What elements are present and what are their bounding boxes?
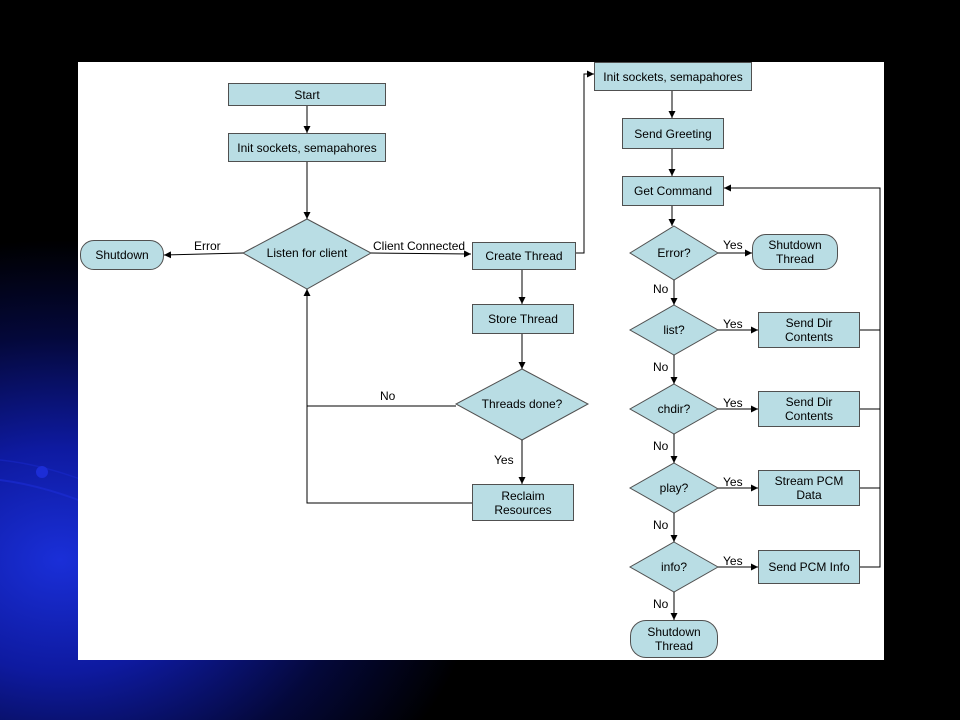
edge-label-info-yes: Yes: [723, 554, 743, 568]
info-decision-label: info?: [660, 560, 688, 574]
flowchart-connectors: [163, 70, 881, 620]
edge-label-chdir-yes: Yes: [723, 396, 743, 410]
edge-label-error-yes: Yes: [723, 238, 743, 252]
edge-reclaim-to-listen: [306, 406, 472, 504]
send-dir-contents-node-1: Send Dir Contents: [758, 312, 860, 348]
edge-label-threads-no: No: [380, 389, 396, 403]
chdir-decision-label: chdir?: [657, 402, 691, 416]
create-thread-node: Create Thread: [472, 242, 576, 270]
threads-done-label: Threads done?: [481, 397, 563, 411]
list-decision-label: list?: [663, 323, 685, 337]
shutdown-thread-node-2: Shutdown Thread: [630, 620, 718, 658]
send-dir-contents-node-2: Send Dir Contents: [758, 391, 860, 427]
slide-bullet-dot: [36, 466, 48, 478]
edge-label-play-no: No: [653, 518, 669, 532]
edge-label-list-yes: Yes: [723, 317, 743, 331]
init-sockets-node: Init sockets, semapahores: [228, 133, 386, 162]
edge-loop-back-to-command: [724, 184, 881, 568]
edge-label-error: Error: [194, 239, 221, 253]
stream-pcm-data-node: Stream PCM Data: [758, 470, 860, 506]
edge-label-error-no: No: [653, 282, 669, 296]
flowchart-canvas: Start Init sockets, semapahores Listen f…: [78, 62, 884, 660]
store-thread-node: Store Thread: [472, 304, 574, 334]
edge-label-info-no: No: [653, 597, 669, 611]
right-init-sockets-node: Init sockets, semapahores: [594, 62, 752, 91]
send-pcm-info-node: Send PCM Info: [758, 550, 860, 584]
send-greeting-node: Send Greeting: [622, 118, 724, 149]
play-decision-label: play?: [659, 481, 689, 495]
edge-listen-error-to-shutdown: [163, 251, 244, 259]
edge-label-list-no: No: [653, 360, 669, 374]
edge-label-client-connected: Client Connected: [373, 239, 466, 253]
shutdown-thread-node-1: Shutdown Thread: [752, 234, 838, 270]
reclaim-resources-node: Reclaim Resources: [472, 484, 574, 521]
start-node: Start: [228, 83, 386, 106]
edge-listen-connected-to-create: [370, 250, 472, 258]
edge-label-chdir-no: No: [653, 439, 669, 453]
get-command-node: Get Command: [622, 176, 724, 206]
edge-create-to-right-init: [576, 70, 594, 254]
listen-for-client-label: Listen for client: [266, 246, 348, 260]
error-decision-label: Error?: [657, 246, 691, 260]
shutdown-node: Shutdown: [80, 240, 164, 270]
edge-label-play-yes: Yes: [723, 475, 743, 489]
edge-label-threads-yes: Yes: [494, 453, 514, 467]
